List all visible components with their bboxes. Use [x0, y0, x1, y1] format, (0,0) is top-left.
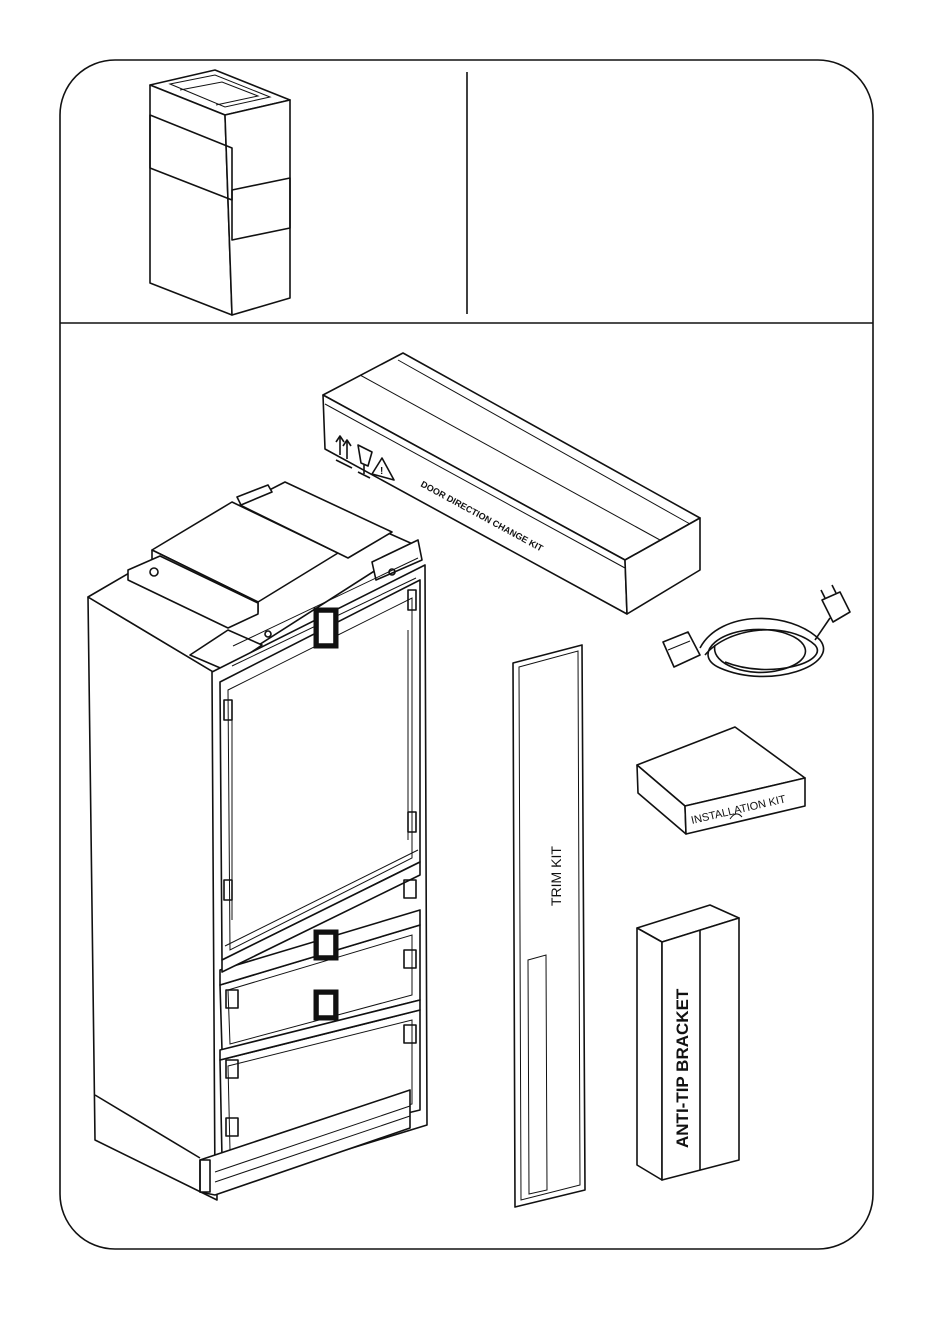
- installation-kit-box: INSTALLATION KIT: [637, 727, 805, 834]
- refrigerator: [88, 482, 427, 1200]
- trim-kit: TRIM KIT: [513, 645, 585, 1207]
- power-cord: [663, 585, 850, 676]
- shipping-carton: [150, 70, 290, 315]
- anti-tip-bracket-label: ANTI-TIP BRACKET: [673, 988, 692, 1148]
- svg-text:!: !: [380, 466, 383, 477]
- anti-tip-bracket-box: ANTI-TIP BRACKET: [637, 905, 739, 1180]
- trim-kit-label: TRIM KIT: [548, 846, 564, 906]
